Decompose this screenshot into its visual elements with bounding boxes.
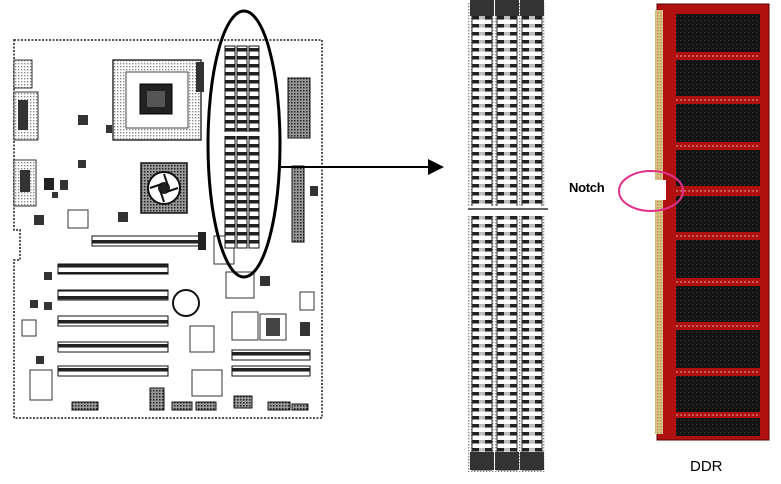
- component: [78, 160, 86, 168]
- bottom-header: [234, 396, 252, 408]
- component: [44, 178, 54, 190]
- notch-label: Notch: [569, 180, 604, 195]
- ddr-label: DDR: [690, 458, 723, 475]
- socket-lever: [196, 62, 204, 92]
- pci-slot-2: [58, 290, 168, 300]
- ide-connector-2: [232, 366, 310, 376]
- pci-slot-1: [58, 264, 168, 274]
- southbridge-chip: [190, 326, 214, 352]
- component: [60, 180, 68, 190]
- component: [232, 312, 258, 340]
- pci-slot-5: [58, 366, 168, 376]
- component: [30, 300, 38, 308]
- module-notch: [652, 180, 666, 200]
- io-connector-5: [20, 170, 30, 192]
- component: [260, 276, 270, 286]
- ddr-module: [652, 4, 769, 440]
- header-connector: [288, 78, 310, 138]
- bottom-header: [292, 404, 308, 410]
- pci-slot-4: [58, 342, 168, 352]
- cmos-battery: [173, 290, 199, 316]
- component: [300, 322, 310, 336]
- atx-power-connector: [292, 166, 304, 242]
- component: [78, 115, 88, 125]
- dimm-slots-on-board: [223, 46, 261, 248]
- component: [118, 212, 128, 222]
- bottom-header: [172, 402, 192, 410]
- component: [192, 370, 222, 396]
- component: [310, 186, 318, 196]
- component: [44, 302, 52, 310]
- io-connector-1: [14, 60, 32, 88]
- component: [44, 272, 52, 280]
- component: [106, 125, 112, 133]
- component: [34, 215, 44, 225]
- bottom-header: [150, 388, 164, 410]
- pci-slot-3: [58, 316, 168, 326]
- enlarged-dimm-slots: [468, 0, 548, 472]
- motherboard: [14, 40, 322, 418]
- component: [300, 292, 314, 310]
- bottom-header: [72, 402, 98, 410]
- component: [52, 192, 58, 198]
- component: [36, 356, 44, 364]
- component: [68, 210, 88, 228]
- agp-slot: [92, 236, 202, 246]
- component: [22, 320, 36, 336]
- io-connector-3: [18, 100, 28, 130]
- component: [30, 370, 52, 400]
- ide-connector-1: [232, 350, 310, 360]
- bottom-header: [196, 402, 216, 410]
- bottom-header: [268, 402, 290, 410]
